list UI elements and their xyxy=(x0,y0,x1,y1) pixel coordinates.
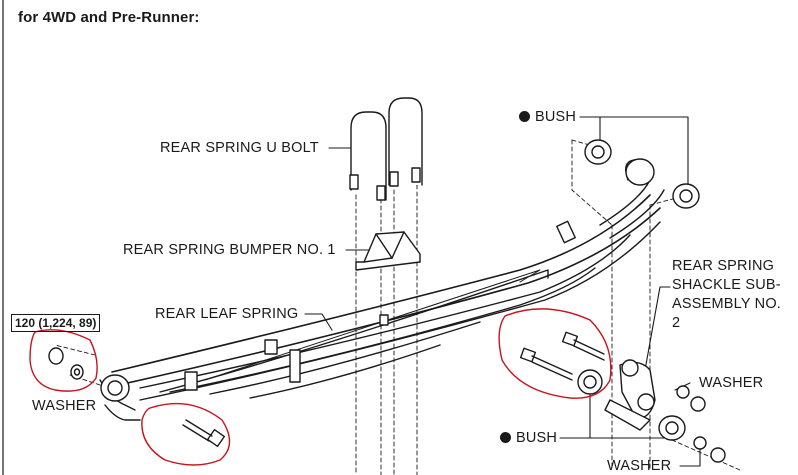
diagram-title: for 4WD and Pre-Runner: xyxy=(18,9,200,26)
shackle-shape xyxy=(577,359,686,441)
bullet-icon xyxy=(500,432,511,443)
bullet-icon xyxy=(519,111,530,122)
label-rear-spring-bumper: REAR SPRING BUMPER NO. 1 xyxy=(123,242,336,258)
u-bolt-shapes xyxy=(349,97,423,201)
label-washer-right: WASHER xyxy=(699,375,764,391)
nut-washer-shapes xyxy=(48,347,726,463)
bumper-shape xyxy=(355,231,421,271)
label-rear-spring-u-bolt: REAR SPRING U BOLT xyxy=(160,140,319,156)
assembly-guide-lines xyxy=(54,139,741,475)
label-washer-bottom: WASHER xyxy=(607,458,672,474)
leaf-spring-shape xyxy=(99,158,665,421)
torque-spec-box: 120 (1,224, 89) xyxy=(11,314,101,332)
red-annotation-circles xyxy=(29,308,612,466)
shackle-bolt-shapes xyxy=(519,331,605,381)
label-bush-bottom: BUSH xyxy=(500,430,557,447)
top-bush-shapes xyxy=(584,139,700,209)
leader-lines xyxy=(304,116,701,467)
label-rear-spring-shackle: REAR SPRING SHACKLE SUB-ASSEMBLY NO. 2 xyxy=(672,258,782,331)
label-bush-top: BUSH xyxy=(519,109,576,126)
label-rear-leaf-spring: REAR LEAF SPRING xyxy=(155,306,299,322)
label-washer-left: WASHER xyxy=(32,398,97,414)
spring-bolt-shape xyxy=(182,419,226,448)
